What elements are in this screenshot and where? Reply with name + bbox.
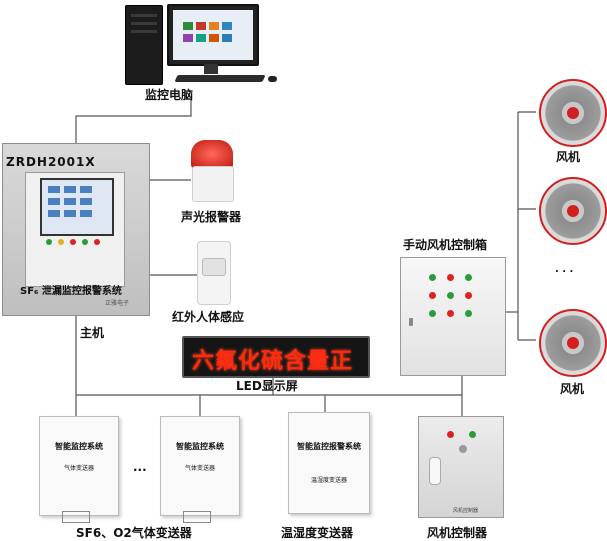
gas-transmitter-2: 智能监控系统 气体变送器 <box>160 416 240 523</box>
manual-fan-box-label: 手动风机控制箱 <box>403 238 488 252</box>
host-panel <box>25 172 125 287</box>
fan-3 <box>539 309 607 377</box>
gas-transmitter-2-sub: 气体变送器 <box>184 465 215 472</box>
host-model-label: ZRDH2001X <box>6 155 96 169</box>
fan-controller: 风机控制器 <box>418 416 504 518</box>
fan-controller-label: 风机控制器 <box>427 526 488 540</box>
fan-ellipsis: . . . <box>555 264 574 275</box>
fan-1 <box>539 79 607 147</box>
humidity-transmitter-label: 温湿度变送器 <box>281 526 354 540</box>
host-brand: 正雅电子 <box>105 300 130 307</box>
pc-monitor <box>167 4 259 66</box>
alarm-body <box>192 166 234 202</box>
manual-fan-control-box <box>400 257 506 376</box>
led-display-text: 六氟化硫含量正 <box>192 348 354 374</box>
keyboard <box>174 75 266 82</box>
humidity-transmitter-sub: 温湿度变送器 <box>310 477 347 484</box>
humidity-transmitter: 智能监控报警系统 温湿度变送器 <box>288 412 370 514</box>
fan-2 <box>539 177 607 245</box>
fan-controller-nameplate: 风机控制器 <box>453 508 479 514</box>
fan-bottom-label: 风机 <box>560 382 585 396</box>
monitor-stand <box>204 64 218 74</box>
gas-transmitter-2-title: 智能监控系统 <box>176 442 224 451</box>
fan-top-label: 风机 <box>556 150 581 164</box>
gas-transmitter-label: SF6、O2气体变送器 <box>76 526 192 540</box>
monitor-pc-label: 监控电脑 <box>145 88 194 102</box>
gas-transmitter-1-title: 智能监控系统 <box>55 442 103 451</box>
led-display: 六氟化硫含量正 <box>182 336 370 378</box>
transmitter-ellipsis: ... <box>133 460 147 474</box>
fan-controller-switch <box>429 457 441 485</box>
host-screen <box>40 178 114 236</box>
alarm-label: 声光报警器 <box>181 210 242 224</box>
alarm-light <box>191 140 233 168</box>
led-screen-label: LED显示屏 <box>236 379 298 393</box>
pir-sensor <box>197 241 231 305</box>
host-label: 主机 <box>80 326 105 340</box>
pc-tower <box>125 5 163 85</box>
pir-label: 红外人体感应 <box>172 310 245 324</box>
mouse <box>268 76 277 82</box>
humidity-transmitter-title: 智能监控报警系统 <box>297 442 361 451</box>
gas-transmitter-1: 智能监控系统 气体变送器 <box>39 416 119 523</box>
gas-transmitter-1-sub: 气体变送器 <box>63 465 94 472</box>
host-system-name: SF₆ 泄漏监控报警系统 <box>20 286 122 297</box>
